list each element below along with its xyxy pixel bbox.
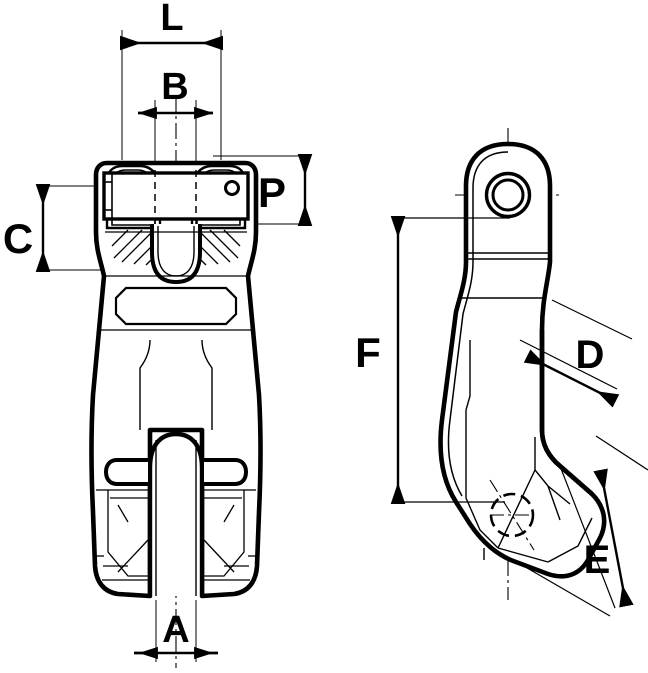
- jaw-hidden-lines: [155, 440, 197, 596]
- dim-label-L: L: [160, 0, 183, 39]
- dimension-D: D: [523, 333, 620, 408]
- dimension-L: L: [119, 0, 224, 51]
- nameplate: [114, 286, 238, 326]
- dim-line-E: [593, 468, 634, 608]
- clevis-pin: [102, 171, 250, 221]
- slot-arm-left: [103, 458, 148, 486]
- side-body-outline: [438, 141, 607, 579]
- dim-label-C: C: [3, 215, 33, 262]
- cotter-hole: [224, 180, 240, 196]
- dim-label-A: A: [162, 609, 189, 651]
- dim-label-D: D: [576, 333, 605, 377]
- dim-label-B: B: [161, 66, 188, 108]
- dimension-A: A: [134, 609, 218, 660]
- dim-label-P: P: [258, 169, 286, 216]
- dim-label-E: E: [584, 538, 611, 582]
- eye-inner-circle: [491, 178, 525, 212]
- dim-label-F: F: [355, 329, 381, 376]
- dimension-B: B: [137, 66, 214, 120]
- side-transition-lines: [459, 252, 549, 299]
- jaw-inner-left: [139, 339, 151, 430]
- dimension-E: E: [584, 468, 634, 608]
- side-extension-lines: [392, 217, 648, 617]
- shank-taper-lines: [100, 231, 252, 331]
- front-body-outline: [89, 160, 263, 599]
- dimension-C: C: [3, 183, 51, 273]
- front-view: [43, 30, 310, 668]
- dim-line-D: [523, 349, 620, 408]
- side-view: [392, 128, 648, 617]
- side-inner-contour: [447, 151, 509, 497]
- dimension-F: F: [355, 215, 406, 505]
- jaw-face-detail-left: [96, 489, 150, 581]
- jaw-inner-right: [201, 339, 213, 430]
- slot-arm-right: [204, 458, 249, 486]
- jaw-throat: [147, 431, 205, 596]
- hook-bevel-detail: [465, 340, 593, 563]
- pivot-centerline-angled: [489, 479, 535, 551]
- tongue-outline: [150, 224, 202, 285]
- jaw-face-detail-right: [202, 489, 256, 581]
- hook-throat-edge: [539, 330, 594, 496]
- dimension-P: P: [258, 153, 313, 227]
